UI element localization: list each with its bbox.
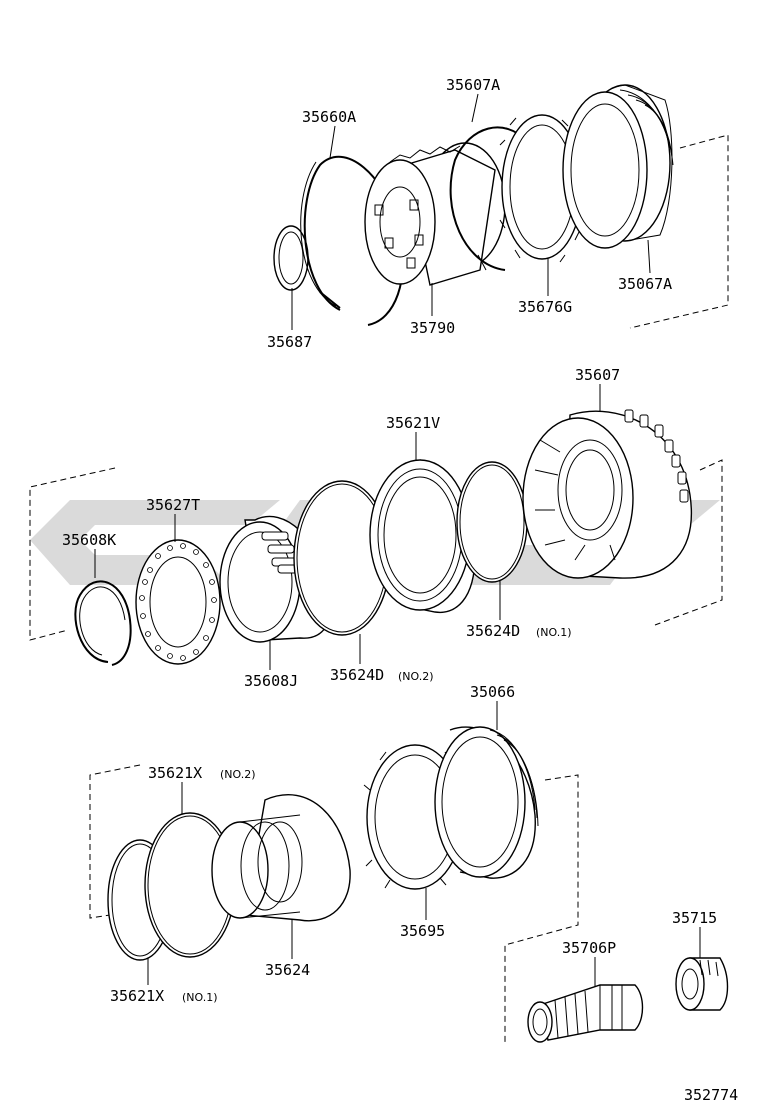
svg-text:(NO.1): (NO.1)	[536, 626, 572, 639]
svg-text:(NO.1): (NO.1)	[182, 991, 218, 1004]
svg-text:35608J: 35608J	[244, 672, 298, 690]
svg-text:35660A: 35660A	[302, 108, 356, 126]
svg-text:35607A: 35607A	[446, 76, 500, 94]
piston-35624	[211, 794, 351, 922]
label-35066: 35066	[470, 683, 515, 730]
o-ring-35624D-no2	[293, 480, 391, 636]
snap-ring-35687	[273, 225, 309, 291]
label-35676G: 35676G	[518, 258, 572, 316]
drum-35790	[364, 142, 506, 286]
label-35608K: 35608K	[62, 531, 116, 578]
label-35695: 35695	[400, 888, 445, 940]
brake-band-35660A	[300, 155, 405, 326]
label-35067A: 35067A	[618, 239, 672, 293]
svg-text:35621X: 35621X	[110, 987, 164, 1005]
svg-text:35607: 35607	[575, 366, 620, 384]
label-35621X-no2: 35621X (NO.2)	[148, 764, 256, 814]
clutch-plate-35676G	[499, 114, 585, 263]
label-35624D-no2: 35624D (NO.2)	[330, 634, 434, 684]
label-35621X-no1: 35621X (NO.1)	[110, 958, 218, 1005]
svg-text:35676G: 35676G	[518, 298, 572, 316]
svg-text:35066: 35066	[470, 683, 515, 701]
group-bracket-bottom-right	[504, 774, 579, 1045]
svg-text:35624D: 35624D	[466, 622, 520, 640]
svg-text:35715: 35715	[672, 909, 717, 927]
clutch-pack-35067A	[562, 84, 674, 249]
sleeve-35715	[675, 957, 729, 1011]
label-35607A: 35607A	[446, 76, 500, 123]
group-bracket-middle-left	[29, 467, 116, 641]
svg-text:35627T: 35627T	[146, 496, 200, 514]
spring-retainer-35627T	[135, 539, 221, 665]
svg-text:35687: 35687	[267, 333, 312, 351]
svg-text:35621X: 35621X	[148, 764, 202, 782]
label-35687: 35687	[267, 288, 312, 351]
svg-text:35695: 35695	[400, 922, 445, 940]
label-35608J: 35608J	[244, 640, 298, 690]
label-35621V: 35621V	[386, 414, 440, 460]
label-35790: 35790	[410, 283, 455, 337]
svg-text:35624D: 35624D	[330, 666, 384, 684]
o-ring-35624D-no1	[456, 461, 528, 583]
svg-text:(NO.2): (NO.2)	[220, 768, 256, 781]
svg-text:35624: 35624	[265, 961, 310, 979]
drum-35607	[522, 409, 692, 579]
svg-text:35790: 35790	[410, 319, 455, 337]
group-bracket-top	[629, 134, 729, 329]
group-bracket-bottom-left	[89, 764, 141, 919]
shaft-35706P	[527, 984, 644, 1043]
svg-text:(NO.2): (NO.2)	[398, 670, 434, 683]
svg-text:35067A: 35067A	[618, 275, 672, 293]
snap-ring-35608K	[74, 580, 132, 666]
label-35627T: 35627T	[146, 496, 200, 542]
label-35715: 35715	[672, 909, 717, 958]
label-35607: 35607	[575, 366, 620, 412]
clutch-pack-35066	[434, 726, 539, 879]
group-bracket-middle-right	[654, 459, 723, 626]
figure-number: 352774	[684, 1086, 738, 1104]
svg-text:35621V: 35621V	[386, 414, 440, 432]
label-35660A: 35660A	[302, 108, 356, 159]
label-35624: 35624	[265, 920, 310, 979]
svg-text:35608K: 35608K	[62, 531, 116, 549]
svg-text:35706P: 35706P	[562, 939, 616, 957]
label-35706P: 35706P	[562, 939, 616, 987]
label-35624D-no1: 35624D (NO.1)	[466, 580, 572, 640]
